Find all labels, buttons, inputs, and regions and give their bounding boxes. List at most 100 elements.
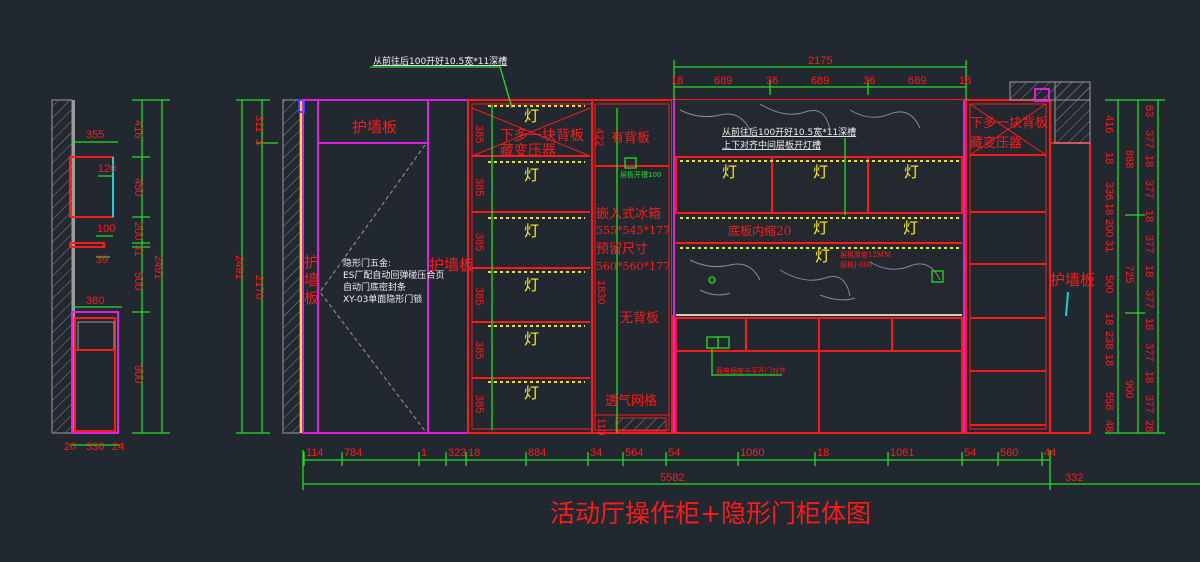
dim-shelf-height: 385 xyxy=(473,341,485,359)
dim-shelf-height: 385 xyxy=(473,125,485,143)
dim-right-right_col2: 868 xyxy=(1123,150,1135,168)
dim-bottom-seg: 884 xyxy=(528,447,546,459)
door-hardware-note: ES厂配自动回弹碰压合页 xyxy=(343,269,444,281)
extra-back-label: 下多一块背板 xyxy=(500,127,584,144)
dim-right-right_col1: 18 xyxy=(1103,152,1115,164)
dim-5582: 5582 xyxy=(660,472,684,484)
dim-332: 332 xyxy=(1065,472,1083,484)
dim-top-seg: 689 xyxy=(908,75,926,87)
dim-bottom-seg: 1060 xyxy=(740,447,764,459)
dim-120: 120 xyxy=(98,163,116,175)
dim-bottom-seg: 44 xyxy=(1044,447,1056,459)
dim-bottom-seg: 560 xyxy=(1000,447,1018,459)
dim-shelf-height: 385 xyxy=(473,287,485,305)
light-label: 灯 xyxy=(524,384,539,402)
dim-shelf-height: 385 xyxy=(473,178,485,196)
shelf-slot-note: 层板开槽100 xyxy=(620,170,661,179)
light-label: 灯 xyxy=(903,219,918,237)
dim-right-right_col1: 31 xyxy=(1103,240,1115,252)
dim-380: 380 xyxy=(86,295,104,307)
dim-top-seg: 18 xyxy=(671,75,683,87)
wall-panel-label: 护墙板 xyxy=(429,256,474,274)
wall-hatch xyxy=(282,99,301,434)
dim-right-right_col3: 28 xyxy=(1143,420,1155,432)
dim-bottom-seg: 114 xyxy=(306,447,324,459)
dim-right-right_col3: 18 xyxy=(1143,371,1155,383)
dim-422: 422 xyxy=(593,128,605,146)
dim-bottom-seg: 784 xyxy=(344,447,362,459)
groove-align-note: 上下对齐中间层板开灯槽 xyxy=(722,139,821,151)
wall-panel-v-char: 墙 xyxy=(304,271,319,289)
light-label: 灯 xyxy=(813,163,828,181)
dim-right-right_col3: 377 xyxy=(1143,130,1155,148)
center-section: 灯 灯 灯 灯 灯 灯 从前往后100开好10.5宽*11深槽 上下对齐中间层板… xyxy=(672,100,966,434)
dim-2170: 2170 xyxy=(253,275,265,299)
dim-2491-elev: 2491 xyxy=(233,255,245,279)
dim-right-right_col3: 18 xyxy=(1143,155,1155,167)
dim-right-right_col3: 377 xyxy=(1143,395,1155,413)
dim-right-right_col1: 500 xyxy=(1103,275,1115,293)
dim-top-seg: 689 xyxy=(714,75,732,87)
dim-bottom-seg: 54 xyxy=(668,447,680,459)
dim-right-right_col3: 18 xyxy=(1143,265,1155,277)
top-groove-note: 从前往后100开好10.5宽*11深槽 xyxy=(373,55,507,67)
dim-2175: 2175 xyxy=(808,55,832,67)
light-label: 灯 xyxy=(813,219,828,237)
wall-panel-label: 护墙板 xyxy=(352,118,397,136)
transformer-label: 藏变压器 xyxy=(970,135,1022,151)
dim-top-seg: 36 xyxy=(863,75,875,87)
door-hardware-note: XY-03单面隐形门锁 xyxy=(343,293,422,305)
top-dims: 2175 18 689 36 689 36 689 18 从前往后100开好10… xyxy=(370,55,971,109)
dim-right-right_col1: 18 xyxy=(1103,203,1115,215)
dim-20: 20 xyxy=(64,441,76,453)
dim-top-seg: 689 xyxy=(811,75,829,87)
dim-right-right_col1: 200 xyxy=(1103,219,1115,237)
light-label: 灯 xyxy=(524,166,539,184)
dim-100: 100 xyxy=(97,223,115,235)
dim-right-right_col3: 63 xyxy=(1143,105,1155,117)
dim-bottom-seg: 1 xyxy=(421,447,427,459)
dim-bottom-seg: 54 xyxy=(964,447,976,459)
dim-3: 3 xyxy=(253,139,265,145)
vent-label: 透气网格 xyxy=(605,393,657,409)
light-label: 灯 xyxy=(524,222,539,240)
fridge-size: 555*545*1772 xyxy=(596,224,677,237)
light-label: 灯 xyxy=(524,330,539,348)
dim-450: 450 xyxy=(132,178,144,196)
lower-cabinet xyxy=(71,311,119,434)
drawing-title: 活动厅操作柜+隐形门柜体图 xyxy=(550,499,871,528)
fridge-label: 嵌入式冰箱 xyxy=(596,206,661,222)
light-label: 灯 xyxy=(524,107,539,125)
dim-top-seg: 36 xyxy=(766,75,778,87)
wall-hatch xyxy=(51,99,73,434)
shelf-code-note: 层板J-006 xyxy=(840,260,873,269)
dim-24: 24 xyxy=(112,441,124,453)
wall-panel-label: 护墙板 xyxy=(1050,271,1095,289)
side-view: 355 120 100 39 380 20 336 24 416 450 200… xyxy=(51,99,170,453)
no-back-label: 无背板 xyxy=(620,311,659,326)
extra-back-label: 下多一块背板 xyxy=(970,115,1048,131)
dim-416: 416 xyxy=(132,120,144,138)
socket-note: 弱电插座与平开门对齐 xyxy=(716,366,786,375)
dim-336: 336 xyxy=(86,441,104,453)
dim-bottom-seg: 323 xyxy=(448,447,466,459)
dim-right-right_col1: 416 xyxy=(1103,115,1115,133)
light-label: 灯 xyxy=(722,163,737,181)
light-label: 灯 xyxy=(524,276,539,294)
dim-311: 311 xyxy=(253,115,265,133)
right-dims: 4161833618200315001823818558488687259006… xyxy=(1103,99,1165,434)
dim-1830: 1830 xyxy=(595,280,607,304)
right-cabinet: 下多一块背板 藏变压器 护墙板 xyxy=(965,81,1095,434)
dim-31: 31 xyxy=(132,244,144,256)
reserved-size: 560*560*1775 xyxy=(596,260,677,273)
dim-right-right_col3: 18 xyxy=(1143,318,1155,330)
dim-bottom-seg: 1061 xyxy=(890,447,914,459)
dim-355: 355 xyxy=(86,129,104,141)
bottom-inset-note: 底板内缩20 xyxy=(728,223,791,238)
dim-right-right_col3: 377 xyxy=(1143,290,1155,308)
dim-right-right_col1: 18 xyxy=(1103,313,1115,325)
light-label: 灯 xyxy=(815,247,830,265)
dim-right-right_col1: 336 xyxy=(1103,182,1115,200)
dim-shelf-height: 385 xyxy=(473,395,485,413)
